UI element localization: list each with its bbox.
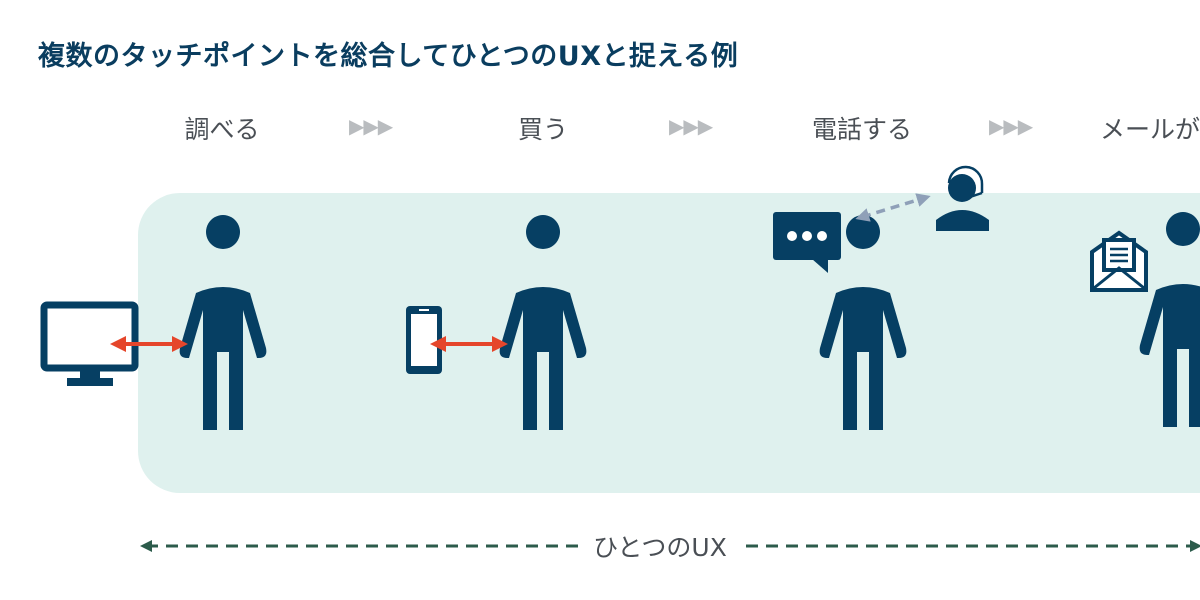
page-title: 複数のタッチポイントを総合してひとつのUXと捉える例 bbox=[38, 41, 739, 72]
operator-arrow bbox=[855, 193, 931, 222]
step-separator-icon: ▶▶▶ bbox=[349, 114, 393, 138]
step-separator-icon: ▶▶▶ bbox=[669, 114, 713, 138]
step-separator-icon: ▶▶▶ bbox=[989, 114, 1033, 138]
step-label-mail: メールが bbox=[1099, 115, 1200, 144]
step-label-call: 電話する bbox=[811, 115, 913, 144]
smartphone-icon bbox=[406, 306, 442, 374]
operator-headset-icon bbox=[936, 165, 989, 231]
envelope-icon bbox=[1090, 230, 1148, 292]
ux-band bbox=[138, 193, 1200, 493]
step-label-buy: 買う bbox=[517, 115, 569, 144]
chat-bubble-icon bbox=[773, 212, 841, 273]
ux-label: ひとつのUX bbox=[579, 528, 741, 564]
step-label-research: 調べる bbox=[184, 115, 260, 144]
